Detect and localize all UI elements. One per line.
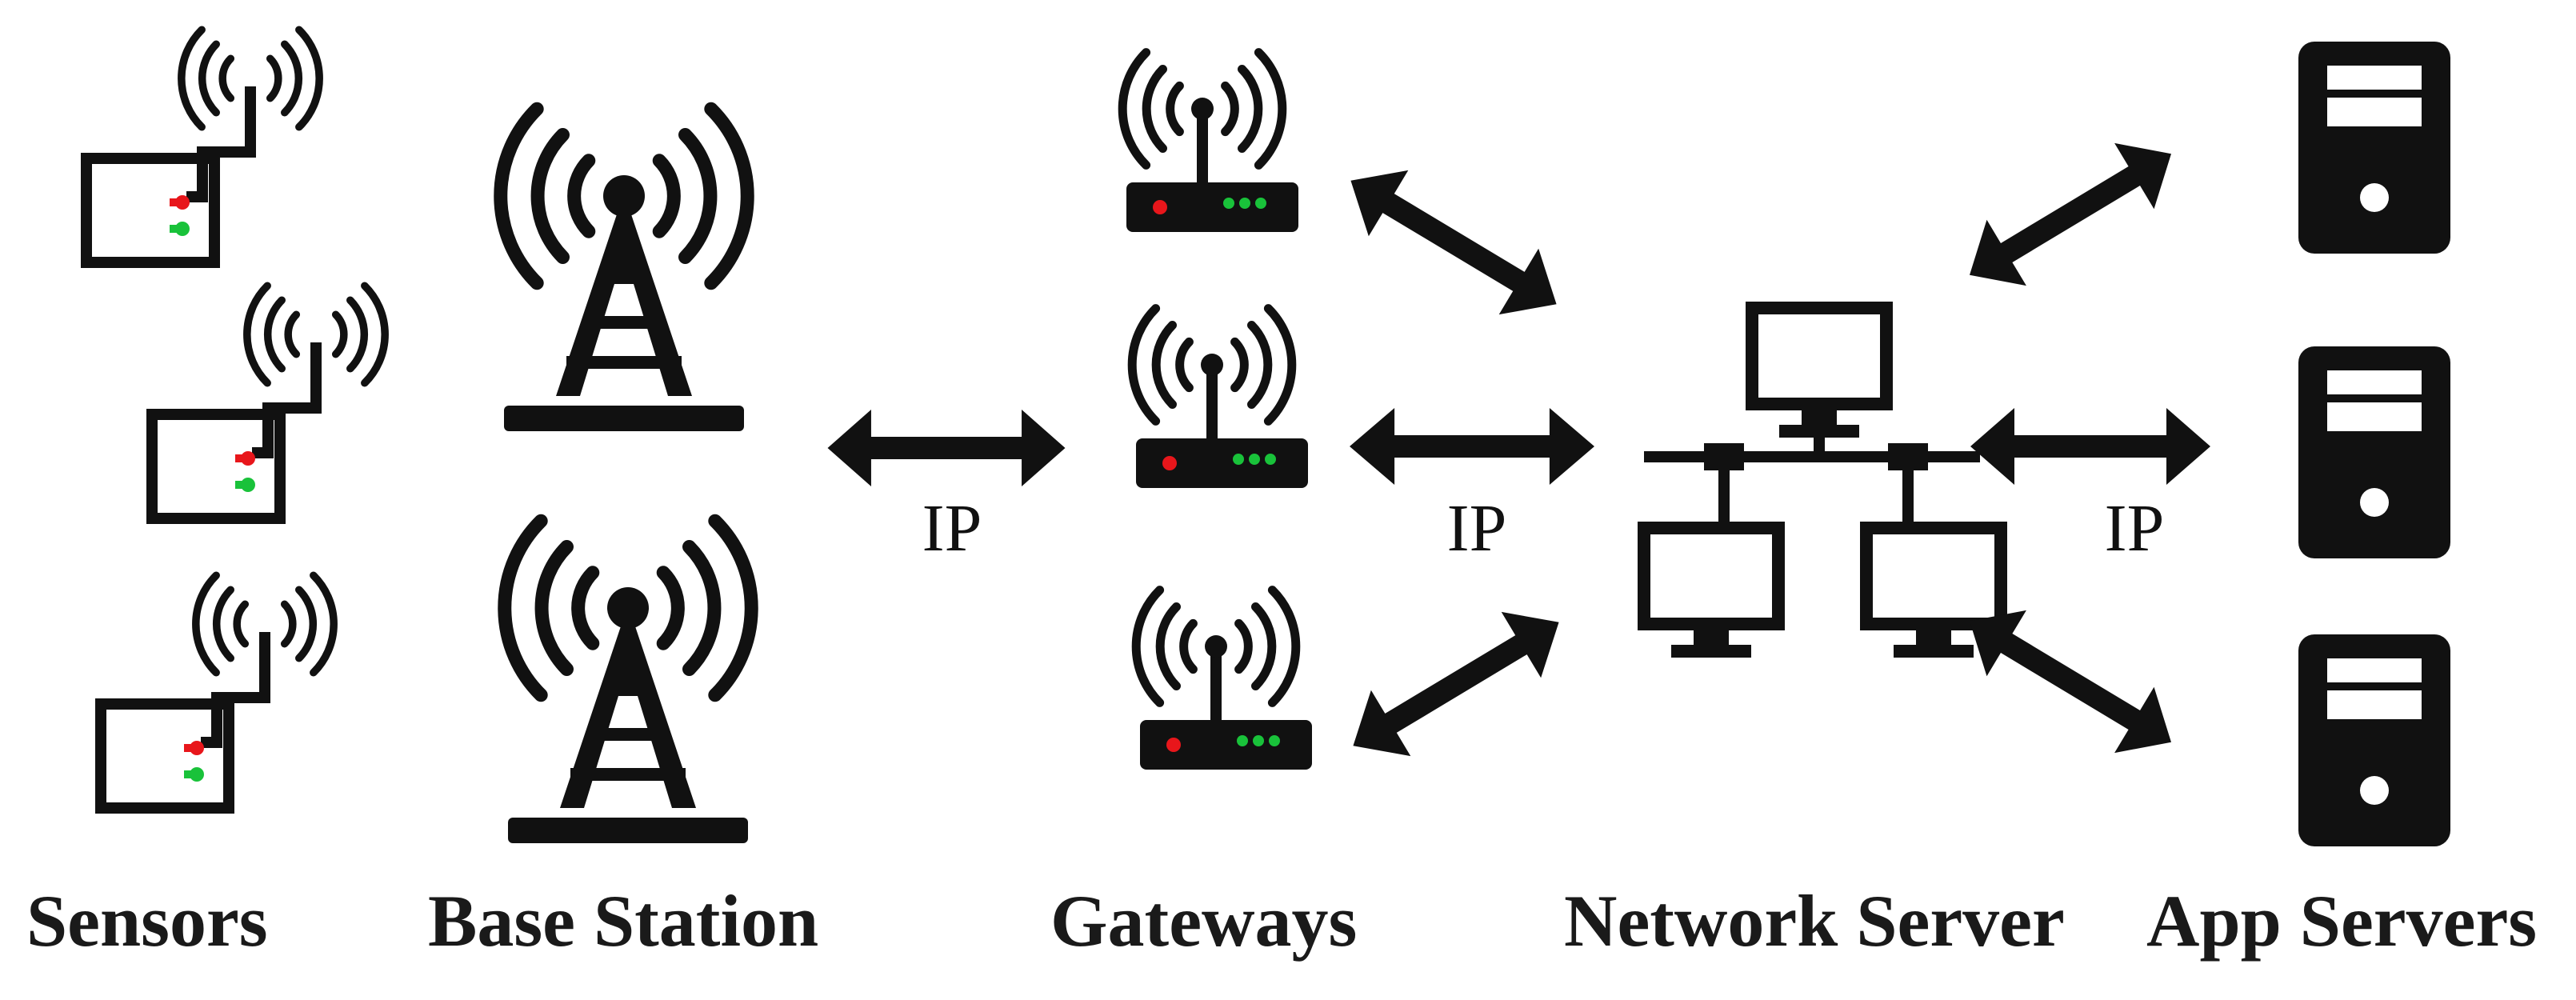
server-tower-icon xyxy=(2298,42,2450,254)
ip-label-gateways-networkserver: IP xyxy=(1447,491,1507,566)
wireless-router-icon xyxy=(1122,53,1298,232)
double-arrow-icon xyxy=(1950,121,2191,308)
sensor-device-icon xyxy=(101,575,334,808)
double-arrow-icon xyxy=(827,410,1066,486)
server-tower-icon xyxy=(2298,346,2450,558)
networked-computers-icon xyxy=(1644,308,2001,658)
tier-label-app-servers: App Servers xyxy=(2146,880,2537,962)
wireless-router-icon xyxy=(1136,590,1312,770)
sensor-device-icon xyxy=(152,286,385,518)
wireless-router-icon xyxy=(1132,309,1308,488)
radio-tower-icon xyxy=(501,109,747,431)
tier-label-sensors: Sensors xyxy=(26,880,268,962)
tier-label-base-station: Base Station xyxy=(428,880,818,962)
double-arrow-icon xyxy=(1330,147,1577,338)
sensor-device-icon xyxy=(86,30,319,262)
radio-tower-icon xyxy=(505,521,751,843)
tier-label-network-server: Network Server xyxy=(1564,880,2065,962)
ip-label-networkserver-appservers: IP xyxy=(2105,491,2165,566)
double-arrow-icon xyxy=(1333,589,1579,779)
server-tower-icon xyxy=(2298,634,2450,846)
tier-label-gateways: Gateways xyxy=(1050,880,1357,962)
double-arrow-icon xyxy=(1350,408,1594,485)
ip-label-basestation-gateways: IP xyxy=(922,491,982,566)
double-arrow-icon xyxy=(1970,408,2210,485)
